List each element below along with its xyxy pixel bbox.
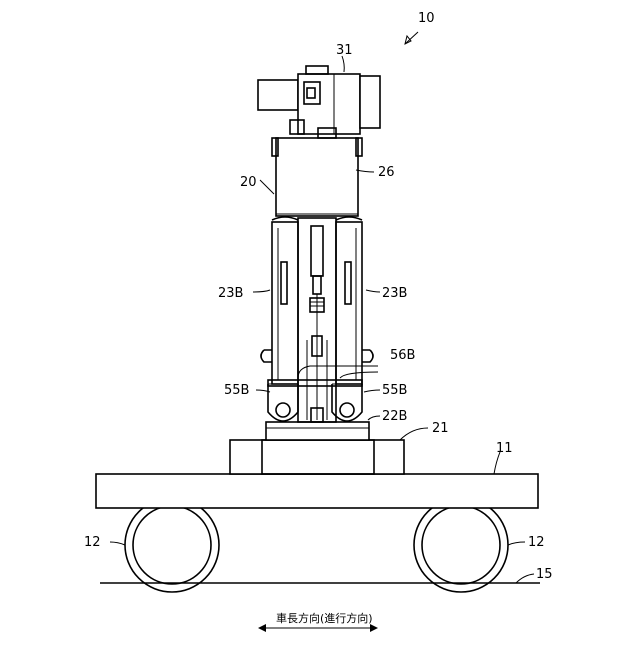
- gearbox: [276, 138, 358, 216]
- label-cylinder-right: 23B: [382, 286, 407, 301]
- label-wheel-left: 12: [84, 535, 101, 550]
- label-base: 21: [432, 421, 449, 436]
- mount-plate: [266, 422, 369, 440]
- wheel-left: [125, 498, 219, 592]
- label-unit: 20: [240, 175, 257, 190]
- center-rod: [307, 226, 327, 422]
- direction-arrow: [258, 624, 378, 632]
- label-carriage: 11: [496, 441, 513, 456]
- label-assembly: 10: [418, 11, 435, 26]
- label-gearbox: 26: [378, 165, 395, 180]
- base-block: [230, 440, 404, 474]
- label-clevis-right: 55B: [382, 383, 407, 398]
- label-plate: 22B: [382, 409, 407, 424]
- label-rod-joint: 56B: [390, 348, 415, 363]
- label-motor: 31: [336, 43, 353, 58]
- label-rail: 15: [536, 567, 553, 582]
- direction-caption: 車長方向(進行方向): [276, 611, 373, 625]
- motor: [258, 66, 380, 138]
- cylinder-left: [261, 217, 298, 384]
- wheel-right: [414, 498, 508, 592]
- label-wheel-right: 12: [528, 535, 545, 550]
- clevis-left: [268, 384, 298, 421]
- cylinder-right: [336, 217, 373, 384]
- label-clevis-left: 55B: [224, 383, 249, 398]
- carriage-platform: [96, 474, 538, 508]
- label-cylinder-left: 23B: [218, 286, 243, 301]
